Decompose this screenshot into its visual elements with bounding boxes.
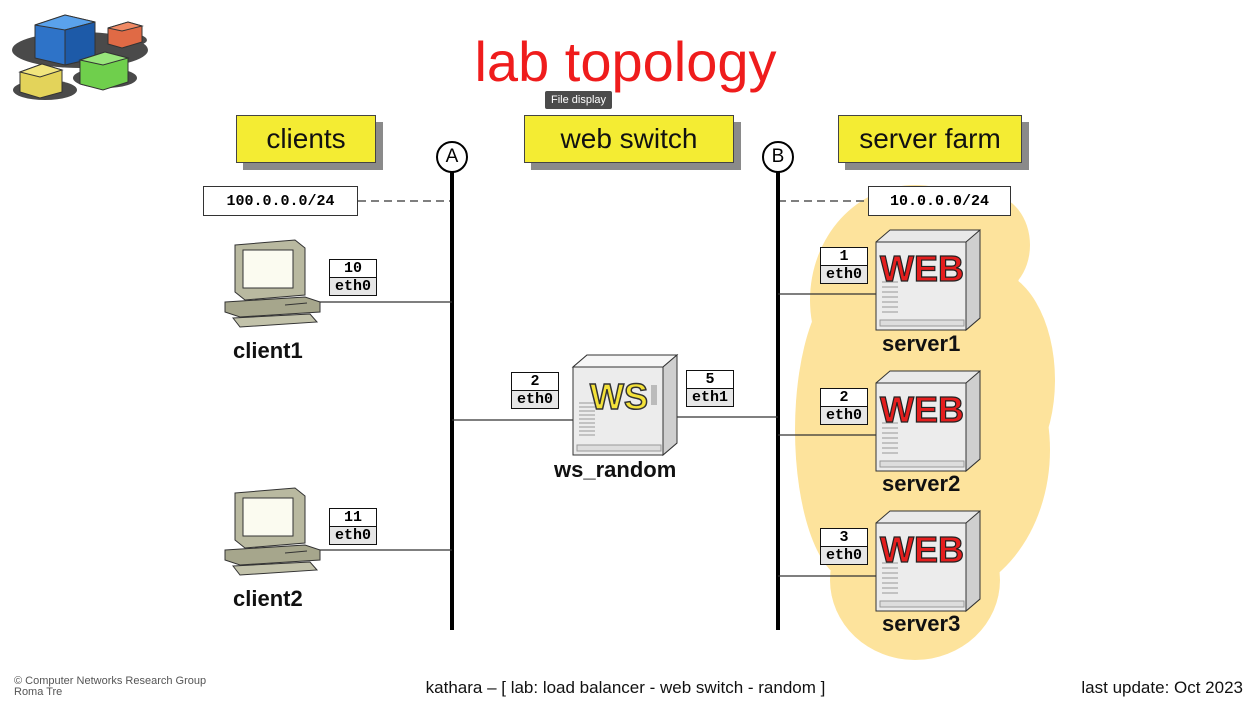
ws-badge: WS [590, 376, 648, 417]
file-display-tooltip: File display [545, 91, 613, 109]
client2-iface-name: eth0 [330, 527, 376, 544]
client-network-address: 100.0.0.0/24 [203, 186, 358, 216]
server3-icon [875, 509, 981, 613]
client1-computer-icon [224, 239, 321, 328]
ws-right-iface-name: eth1 [687, 389, 733, 406]
server3-label: server3 [882, 611, 961, 636]
server2-label: server2 [882, 471, 961, 496]
ws-right-iface-number: 5 [687, 371, 733, 389]
bus-a-label: A [436, 141, 468, 173]
client1-iface-number: 10 [330, 260, 376, 278]
footer-org-line2: Roma Tre [14, 686, 63, 698]
server3-interface: 3 eth0 [820, 528, 868, 565]
server2-iface-name: eth0 [821, 407, 867, 424]
server-farm-header: server farm [838, 115, 1029, 170]
server-network-address: 10.0.0.0/24 [868, 186, 1011, 216]
ws-random-label: ws_random [554, 457, 677, 482]
footer-last-update: last update: Oct 2023 [1081, 678, 1243, 697]
clients-header: clients [236, 115, 383, 170]
client2-computer-icon [224, 487, 321, 576]
client1-label: client1 [233, 338, 303, 363]
ws-left-interface: 2 eth0 [511, 372, 559, 409]
server1-interface: 1 eth0 [820, 247, 868, 284]
web-switch-server-icon [571, 353, 679, 457]
client2-interface: 11 eth0 [329, 508, 377, 545]
server3-iface-name: eth0 [821, 547, 867, 564]
server2-interface: 2 eth0 [820, 388, 868, 425]
server1-label: server1 [882, 331, 961, 356]
server-farm-header-label: server farm [859, 123, 1001, 154]
web-switch-header: web switch [524, 115, 741, 170]
server1-web-badge: WEB [880, 248, 964, 289]
server3-iface-number: 3 [821, 529, 867, 547]
server1-iface-number: 1 [821, 248, 867, 266]
bus-b-label: B [762, 141, 794, 173]
clients-header-label: clients [266, 123, 346, 154]
footer-organization: © Computer Networks Research Group Roma … [14, 676, 206, 698]
web-switch-header-label: web switch [560, 123, 698, 154]
server2-web-badge: WEB [880, 389, 964, 430]
client1-iface-name: eth0 [330, 278, 376, 295]
server2-icon [875, 369, 981, 473]
server1-iface-name: eth0 [821, 266, 867, 283]
client2-label: client2 [233, 586, 303, 611]
ws-right-interface: 5 eth1 [686, 370, 734, 407]
client2-iface-number: 11 [330, 509, 376, 527]
footer-lab-title: kathara – [ lab: load balancer - web swi… [425, 678, 826, 697]
logo-icon [12, 14, 148, 100]
client1-interface: 10 eth0 [329, 259, 377, 296]
server3-web-badge: WEB [880, 529, 964, 570]
server1-icon [875, 228, 981, 332]
ws-left-iface-name: eth0 [512, 391, 558, 408]
server2-iface-number: 2 [821, 389, 867, 407]
footer-org-line1: © Computer Networks Research Group [14, 675, 207, 687]
ws-left-iface-number: 2 [512, 373, 558, 391]
page-title: lab topology [474, 30, 777, 93]
